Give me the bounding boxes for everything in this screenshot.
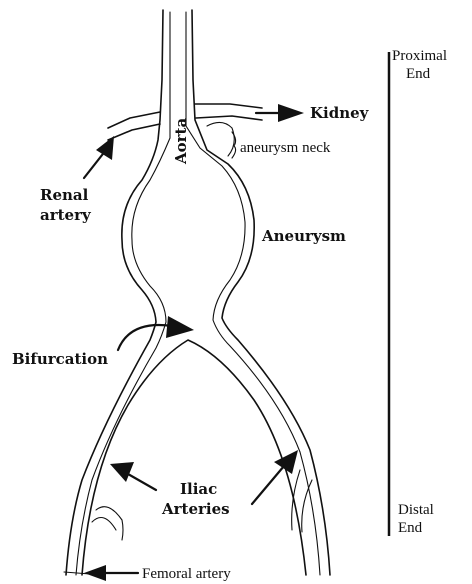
iliac-left-arrowhead (110, 462, 134, 482)
aneurysm-neck-label: aneurysm neck (240, 140, 331, 156)
distal-end-label-line2: End (398, 520, 423, 536)
renal-arrowhead (96, 136, 114, 160)
aorta-label: Aorta (172, 118, 190, 165)
proximal-end-label-line2: End (406, 66, 431, 82)
bifurcation-label: Bifurcation (12, 350, 108, 368)
iliac-right-arrow-line (252, 466, 284, 504)
left-internal-iliac (96, 507, 123, 540)
iliac-left-arrow-line (128, 474, 156, 490)
bifurcation-arrowhead (166, 316, 194, 338)
aneurysm-neck-outline (207, 122, 234, 156)
iliac-label-line1: Iliac (180, 480, 217, 498)
kidney-label: Kidney (310, 104, 370, 122)
femoral-artery-label: Femoral artery (142, 566, 231, 582)
femoral-arrowhead (84, 565, 106, 581)
distal-end-label-line1: Distal (398, 502, 434, 518)
aneurysm-label: Aneurysm (261, 227, 346, 245)
iliac-label-line2: Arteries (161, 500, 230, 518)
renal-artery-right-upper (195, 104, 262, 108)
renal-artery-label-line1: Renal (40, 186, 89, 204)
renal-arrow-line (84, 150, 106, 178)
bifurcation-crotch (82, 340, 306, 575)
right-internal-iliac-2 (302, 480, 312, 532)
renal-artery-label-line2: artery (40, 206, 92, 224)
renal-artery-left-lower (108, 124, 160, 140)
aorta-left-wall (66, 10, 163, 575)
left-internal-iliac-2 (92, 518, 116, 531)
renal-artery-right-lower (196, 116, 262, 120)
proximal-end-label-line1: Proximal (392, 48, 447, 64)
kidney-arrowhead (278, 104, 304, 122)
